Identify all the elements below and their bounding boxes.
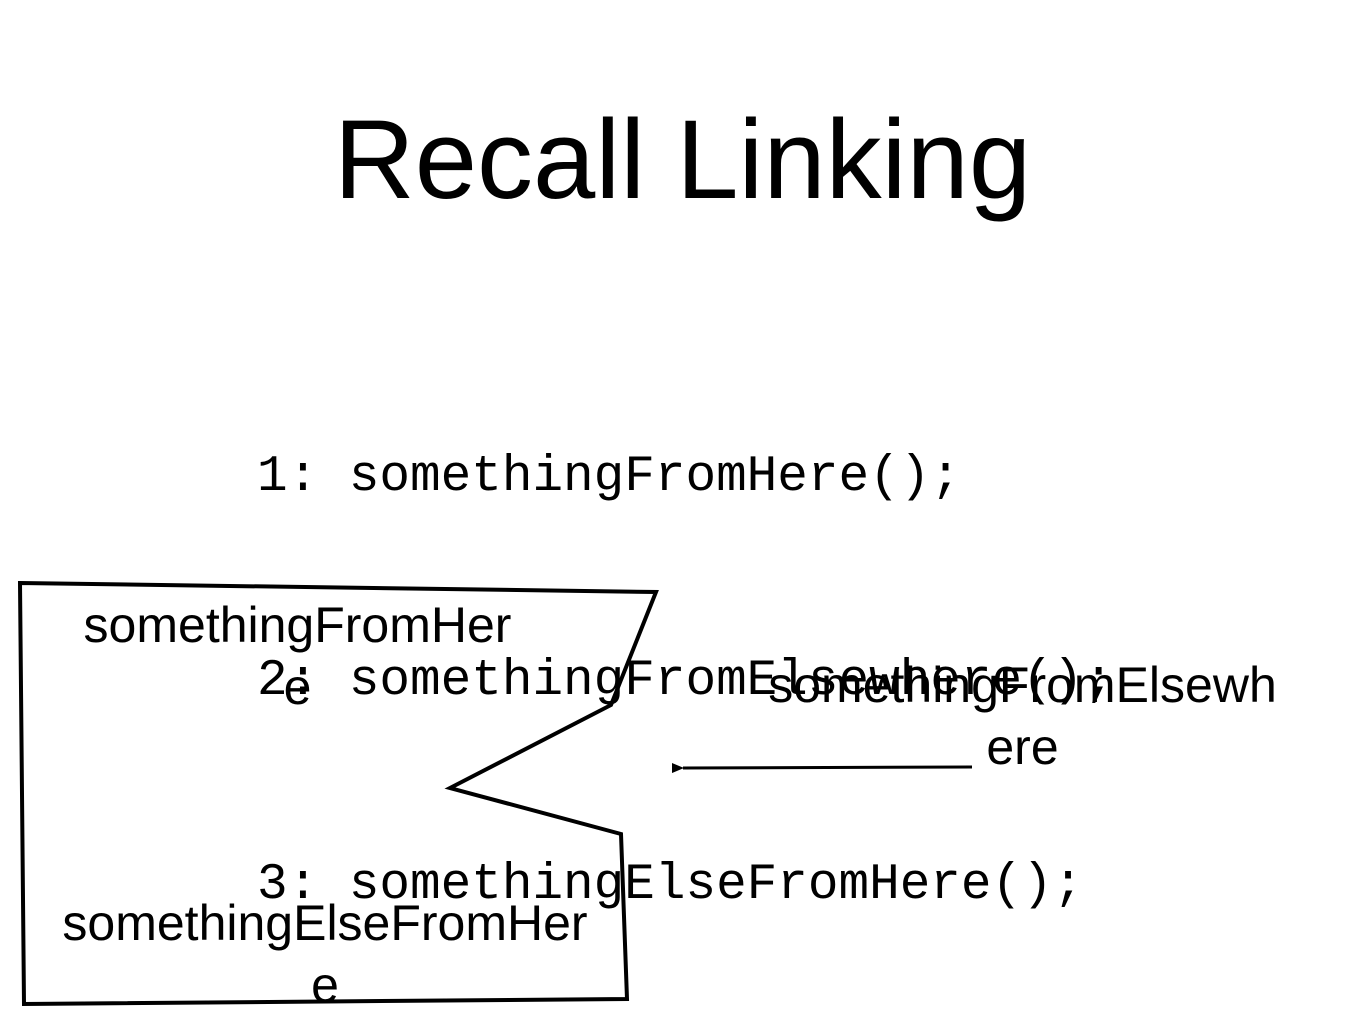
link-arrow: [671, 763, 973, 774]
code-line-3: 3: somethingElseFromHere();: [257, 857, 1084, 914]
code-line-2: 2: somethingFromElsewhere();: [257, 653, 1114, 710]
local-function-label-top: somethingFromHer e: [83, 597, 512, 715]
external-function-label: somethingFromElsewh ere: [768, 657, 1277, 775]
local-function-label-bottom: somethingElseFromHer e: [62, 895, 588, 1013]
code-line-1: 1: somethingFromHere();: [257, 449, 961, 506]
code-listing: 1: somethingFromHere(); 2: somethingFrom…: [257, 308, 1114, 988]
object-file-shape: [17, 580, 659, 1007]
slide-title: Recall Linking: [333, 97, 1032, 222]
